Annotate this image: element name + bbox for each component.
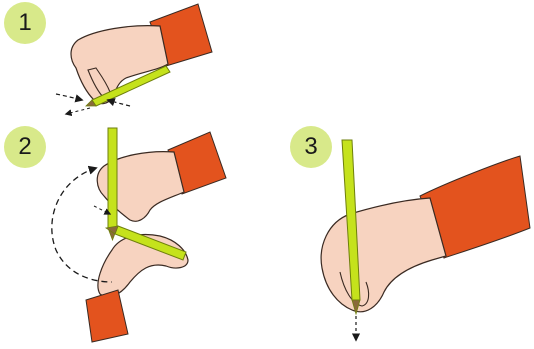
step-2-illustration	[52, 128, 226, 342]
step-1-tip-arrow	[66, 108, 90, 114]
step-1-illustration	[56, 4, 212, 114]
step-1-pinch-arrow-right	[108, 100, 130, 106]
step-3-hand	[321, 198, 446, 312]
step-1-pinch-arrow-left	[56, 94, 82, 100]
step-2-vertical-pencil	[108, 128, 117, 240]
step-3-illustration	[321, 140, 530, 340]
step-2-lower-sleeve	[86, 290, 128, 342]
